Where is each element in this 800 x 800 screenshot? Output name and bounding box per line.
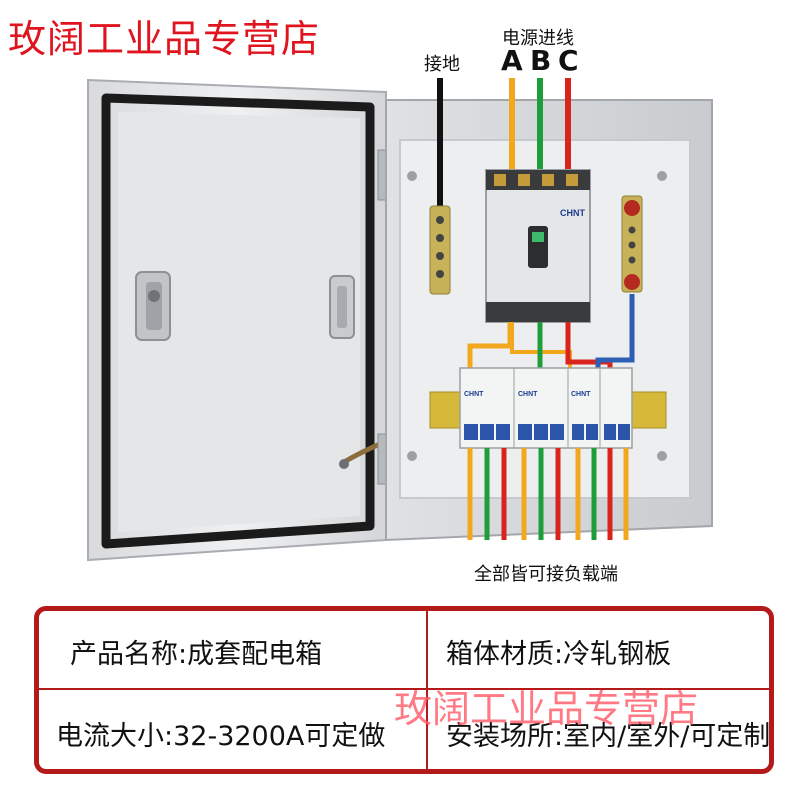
spec-table-row-divider: [34, 688, 774, 690]
spec-install: 安装场所:室内/室外/可定制: [446, 721, 771, 752]
mcb-group: CHNT CHNT CHNT: [459, 367, 633, 449]
breaker-output-wires: [467, 294, 635, 372]
mcb-brand-3: CHNT: [571, 391, 591, 398]
door-handle: [329, 275, 355, 339]
shop-name-top: 玫阔工业品专营店: [8, 17, 321, 61]
load-terminals-label: 全部皆可接负载端: [474, 564, 618, 585]
spec-table: [34, 606, 774, 774]
shop-name-watermark: 玫阔工业品专营店: [394, 687, 699, 731]
ground-label: 接地: [424, 54, 460, 75]
phase-c-label: C: [558, 44, 579, 77]
incoming-phase-wires: [509, 78, 571, 176]
mcb-brand-1: CHNT: [464, 391, 484, 398]
spec-current: 电流大小:32-3200A可定做: [56, 721, 386, 752]
power-in-label: 电源进线: [502, 28, 574, 49]
spec-material: 箱体材质:冷轧钢板: [446, 639, 672, 670]
cabinet-door: [87, 78, 397, 562]
ground-bus-bar: [429, 205, 451, 295]
phase-b-label: B: [530, 44, 552, 77]
outgoing-wires: [467, 448, 629, 540]
phase-a-label: A: [501, 44, 523, 77]
neutral-bus-bar: [621, 195, 643, 293]
door-lock: [135, 271, 171, 341]
spec-product-name: 产品名称:成套配电箱: [70, 639, 323, 670]
mcb-brand-2: CHNT: [518, 391, 538, 398]
spec-table-col-divider: [426, 606, 428, 774]
main-breaker-brand: CHNT: [560, 208, 585, 218]
main-breaker: CHNT: [485, 169, 591, 323]
